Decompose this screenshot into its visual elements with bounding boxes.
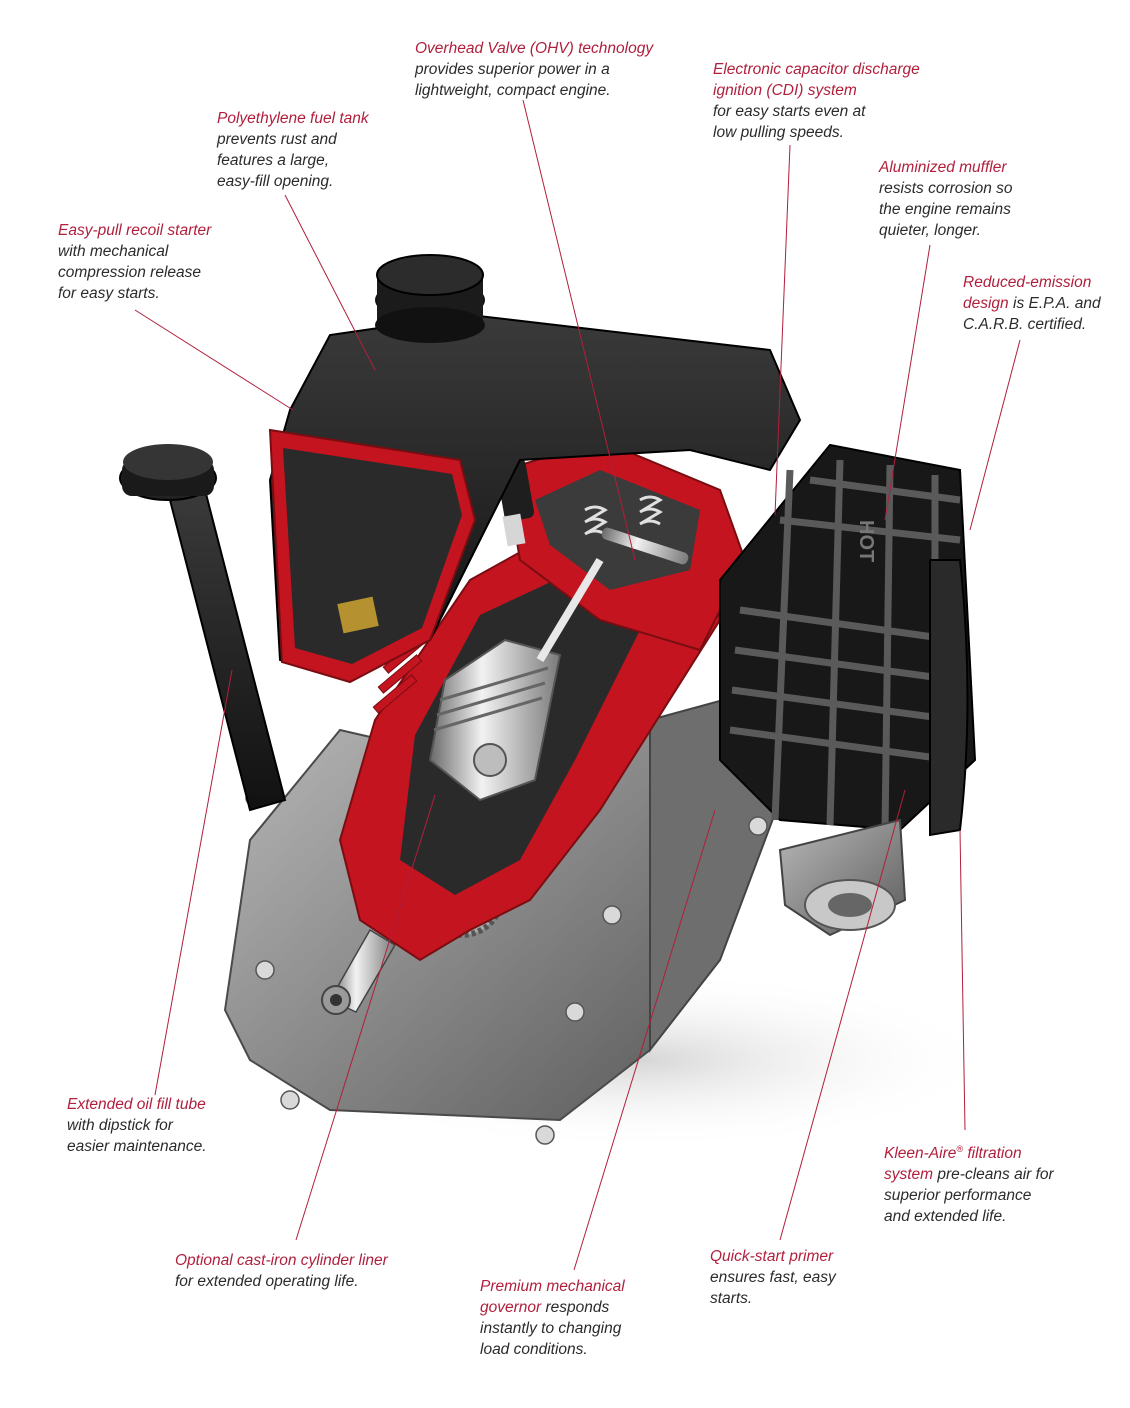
leader-line-oil-fill bbox=[154, 669, 233, 1096]
callout-ohv: Overhead Valve (OHV) technology provides… bbox=[415, 38, 653, 101]
callout-kleen-aire-title-b: filtration bbox=[963, 1145, 1022, 1163]
callout-recoil-title: Easy-pull recoil starter bbox=[58, 222, 212, 239]
callout-oil-fill: Extended oil fill tube with dipstick for… bbox=[67, 1094, 207, 1157]
callout-cdi-line-1: for easy starts even at bbox=[713, 103, 866, 120]
callout-governor-line-2: load conditions. bbox=[480, 1341, 588, 1358]
muffler-cover-text: HOT bbox=[855, 520, 877, 562]
callout-muffler: Aluminized muffler resists corrosion so … bbox=[879, 157, 1013, 241]
callout-cdi-title-2: ignition (CDI) system bbox=[713, 82, 857, 99]
callout-kleen-aire-line-2: and extended life. bbox=[884, 1208, 1007, 1226]
callout-fuel-tank-line-3: easy-fill opening. bbox=[217, 173, 334, 190]
callout-fuel-tank-line-2: features a large, bbox=[217, 152, 330, 169]
callout-kleen-aire-registered: ® bbox=[956, 1144, 964, 1154]
leader-lines bbox=[134, 99, 1021, 1271]
callout-muffler-line-3: quieter, longer. bbox=[879, 222, 981, 239]
callout-recoil-line-1: with mechanical bbox=[58, 243, 169, 260]
callout-ohv-line-2: lightweight, compact engine. bbox=[415, 82, 611, 99]
leader-line-muffler bbox=[884, 244, 931, 521]
callout-primer: Quick-start primer ensures fast, easy st… bbox=[710, 1246, 836, 1309]
callout-kleen-aire-title-a: Kleen-Aire bbox=[884, 1145, 957, 1163]
leader-line-fuel-tank bbox=[284, 194, 376, 371]
callout-fuel-tank-title: Polyethylene fuel tank bbox=[217, 110, 369, 127]
callout-emission: Reduced-emission design is E.P.A. and C.… bbox=[963, 272, 1101, 335]
callout-primer-line-1: ensures fast, easy bbox=[710, 1269, 836, 1286]
callout-governor-title-1: Premium mechanical bbox=[480, 1278, 625, 1295]
callout-muffler-title: Aluminized muffler bbox=[879, 159, 1007, 176]
callout-ohv-title: Overhead Valve (OHV) technology bbox=[415, 40, 654, 57]
callout-liner-title: Optional cast-iron cylinder liner bbox=[175, 1252, 388, 1269]
leader-line-liner bbox=[295, 794, 436, 1241]
callout-muffler-line-1: resists corrosion so bbox=[879, 180, 1013, 197]
leader-line-ohv bbox=[522, 99, 636, 561]
callout-cdi-line-2: low pulling speeds. bbox=[713, 124, 844, 141]
callout-kleen-aire-title-2: system bbox=[884, 1166, 934, 1184]
callout-fuel-tank-line-1: prevents rust and bbox=[217, 131, 337, 148]
callout-kleen-aire: Kleen-Aire® filtration system pre-cleans… bbox=[884, 1139, 1054, 1227]
leader-line-primer bbox=[779, 789, 906, 1241]
rocker-arm bbox=[601, 527, 689, 565]
callout-primer-title: Quick-start primer bbox=[710, 1248, 834, 1265]
valve-springs bbox=[584, 495, 663, 536]
callout-kleen-aire-line-1: superior performance bbox=[884, 1187, 1032, 1205]
callout-cdi-title-1: Electronic capacitor discharge bbox=[713, 61, 920, 78]
callout-oil-fill-line-1: with dipstick for bbox=[67, 1117, 173, 1134]
air-cleaner bbox=[929, 559, 969, 837]
callout-recoil-line-3: for easy starts. bbox=[58, 285, 160, 302]
fuel-cap bbox=[375, 254, 485, 343]
piston bbox=[428, 638, 562, 802]
callout-oil-fill-line-2: easier maintenance. bbox=[67, 1138, 207, 1155]
callout-liner: Optional cast-iron cylinder liner for ex… bbox=[175, 1250, 388, 1292]
callout-cdi: Electronic capacitor discharge ignition … bbox=[713, 59, 920, 143]
leader-line-governor bbox=[573, 809, 716, 1271]
callout-ohv-line-1: provides superior power in a bbox=[415, 61, 610, 78]
callout-emission-line-1: C.A.R.B. certified. bbox=[963, 316, 1087, 333]
leader-line-recoil bbox=[134, 309, 294, 411]
callout-primer-line-2: starts. bbox=[710, 1290, 753, 1307]
callout-muffler-line-2: the engine remains bbox=[879, 201, 1011, 218]
leader-line-emission bbox=[969, 339, 1021, 531]
push-rod bbox=[536, 557, 604, 663]
callout-fuel-tank: Polyethylene fuel tank prevents rust and… bbox=[217, 108, 369, 192]
callout-emission-inline: is E.P.A. and bbox=[1008, 295, 1101, 312]
callout-governor: Premium mechanical governor responds ins… bbox=[480, 1276, 625, 1360]
callout-governor-title-2: governor bbox=[480, 1299, 542, 1316]
carburetor bbox=[778, 818, 907, 937]
callout-governor-inline: responds bbox=[541, 1299, 610, 1316]
callout-oil-fill-title: Extended oil fill tube bbox=[67, 1096, 206, 1113]
callout-recoil: Easy-pull recoil starter with mechanical… bbox=[58, 220, 211, 304]
callout-liner-line-1: for extended operating life. bbox=[175, 1273, 359, 1290]
callout-governor-line-1: instantly to changing bbox=[480, 1320, 622, 1337]
callout-recoil-line-2: compression release bbox=[58, 264, 202, 281]
leader-line-kleen-aire bbox=[959, 829, 966, 1131]
leader-line-cdi bbox=[774, 144, 791, 516]
oil-fill-tube bbox=[119, 444, 287, 812]
callout-emission-title-1: Reduced-emission bbox=[963, 274, 1092, 291]
fuel-sight bbox=[337, 596, 379, 634]
callout-kleen-aire-inline: pre-cleans air for bbox=[933, 1166, 1054, 1184]
callout-emission-title-2: design bbox=[963, 295, 1009, 312]
